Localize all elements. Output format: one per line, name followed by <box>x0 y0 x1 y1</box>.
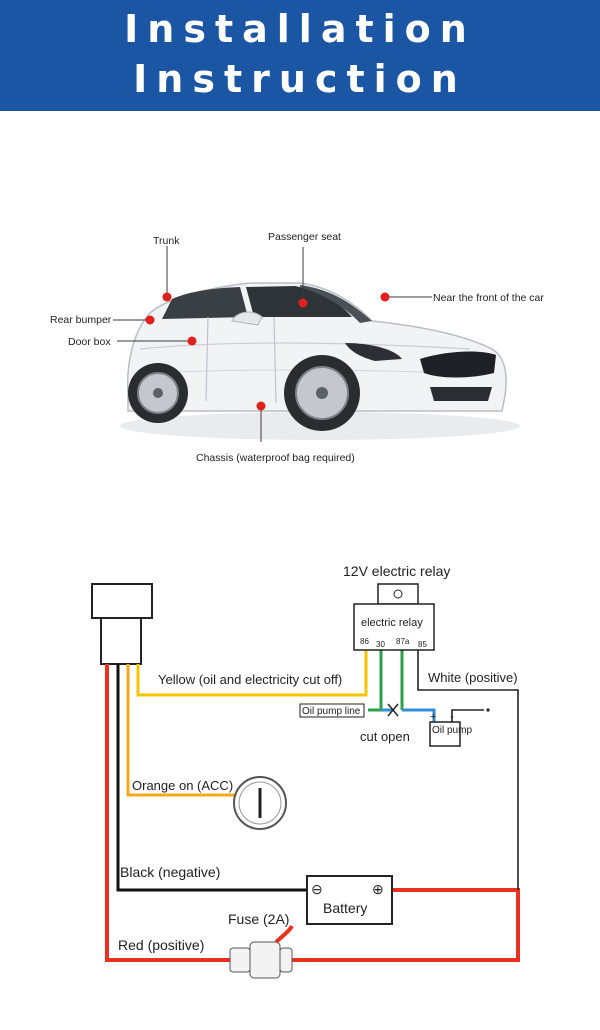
yellow-wire-label: Yellow (oil and electricity cut off) <box>158 672 342 687</box>
passenger-seat-marker-dot <box>298 298 308 308</box>
battery-positive-terminal: ⊕ <box>372 881 384 897</box>
page-header: Installation Instruction <box>0 0 600 111</box>
trunk-label: Trunk <box>153 235 180 247</box>
fuse-label: Fuse (2A) <box>228 911 289 927</box>
relay-top-tab <box>377 583 419 605</box>
door-box-marker-dot <box>187 336 197 346</box>
orange-wire <box>126 664 235 797</box>
car-illustration: Trunk Passenger seat Near the front of t… <box>50 231 544 464</box>
car-install-locations: Trunk Passenger seat Near the front of t… <box>0 111 600 531</box>
fuse-icon <box>229 924 294 979</box>
oil-pump-box <box>429 721 461 747</box>
passenger-seat-label: Passenger seat <box>268 231 341 243</box>
white-wire-label: White (positive) <box>428 670 518 685</box>
door-box-label: Door box <box>68 336 111 348</box>
car-image <box>120 282 520 440</box>
white-wire <box>417 648 519 890</box>
red-wire <box>105 664 230 962</box>
trunk-marker-dot <box>162 292 172 302</box>
black-wire <box>116 664 308 892</box>
relay-title: 12V electric relay <box>343 563 450 579</box>
wiring-diagram: 12V electric relay electric relay 86 30 … <box>0 540 600 1025</box>
chassis-marker-dot <box>256 401 266 411</box>
front-label: Near the front of the car <box>433 292 544 304</box>
yellow-wire <box>136 648 368 697</box>
gps-device-body <box>100 617 142 665</box>
pump-plus: + <box>430 711 436 723</box>
gps-device-top <box>91 583 153 619</box>
battery-label: Battery <box>323 900 367 916</box>
cut-open-label: cut open <box>360 729 410 744</box>
front-marker-dot <box>380 292 390 302</box>
red-wire-label: Red (positive) <box>118 937 204 953</box>
header-title-line2: Instruction <box>133 57 467 101</box>
header-title-line1: Installation <box>124 7 476 51</box>
relay-pin-85: 85 <box>418 640 427 649</box>
rear-bumper-label: Rear bumper <box>50 314 112 326</box>
orange-wire-label: Orange on (ACC) <box>132 778 233 793</box>
rear-bumper-marker-dot <box>145 315 155 325</box>
relay-pin-87a: 87a <box>396 637 410 646</box>
relay-pin-86: 86 <box>360 637 369 646</box>
wiring-schematic: 12V electric relay electric relay 86 30 … <box>91 563 520 979</box>
chassis-label: Chassis (waterproof bag required) <box>196 452 355 464</box>
black-wire-label: Black (negative) <box>120 864 220 880</box>
oil-pump-line-label: Oil pump line <box>302 706 361 717</box>
oil-pump-label: Oil pump <box>432 725 472 736</box>
relay-pin-30: 30 <box>376 640 385 649</box>
battery-box <box>306 875 393 925</box>
relay-label: electric relay <box>361 617 423 629</box>
battery-negative-terminal: ⊖ <box>311 881 323 897</box>
relay-box <box>353 603 435 651</box>
